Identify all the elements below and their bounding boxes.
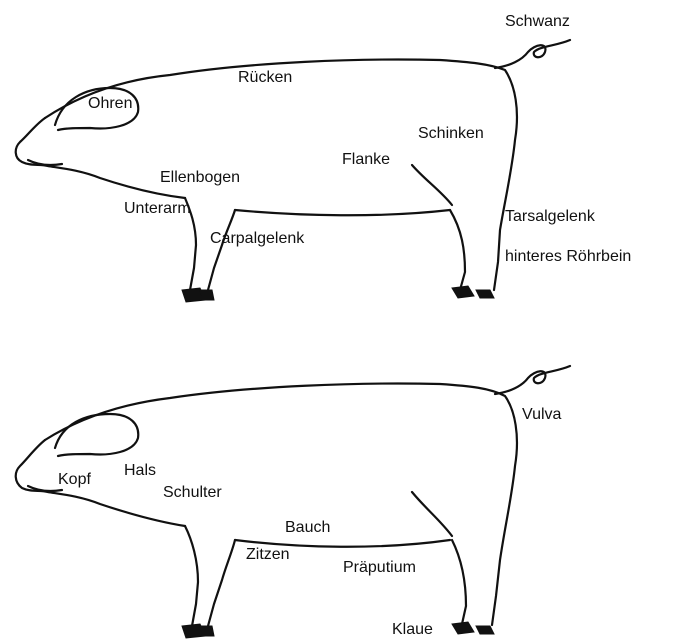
label-hals: Hals (124, 463, 156, 479)
label-tarsalgelenk: Tarsalgelenk (505, 209, 595, 225)
label-flanke: Flanke (342, 152, 390, 168)
label-kopf: Kopf (58, 472, 91, 488)
label-ohren: Ohren (88, 96, 132, 112)
label-unterarm: Unterarm (124, 201, 191, 217)
label-carpalgelenk: Carpalgelenk (210, 231, 304, 247)
label-zitzen: Zitzen (246, 547, 290, 563)
label-vulva: Vulva (522, 407, 561, 423)
label-ellenbogen: Ellenbogen (160, 170, 240, 186)
label-praeputium: Präputium (343, 560, 416, 576)
label-klaue: Klaue (392, 622, 433, 638)
label-schinken: Schinken (418, 126, 484, 142)
label-bauch: Bauch (285, 520, 330, 536)
label-ruecken: Rücken (238, 70, 292, 86)
label-schulter: Schulter (163, 485, 222, 501)
label-hinteres-roehrbein: hinteres Röhrbein (505, 249, 631, 265)
label-schwanz: Schwanz (505, 14, 570, 30)
